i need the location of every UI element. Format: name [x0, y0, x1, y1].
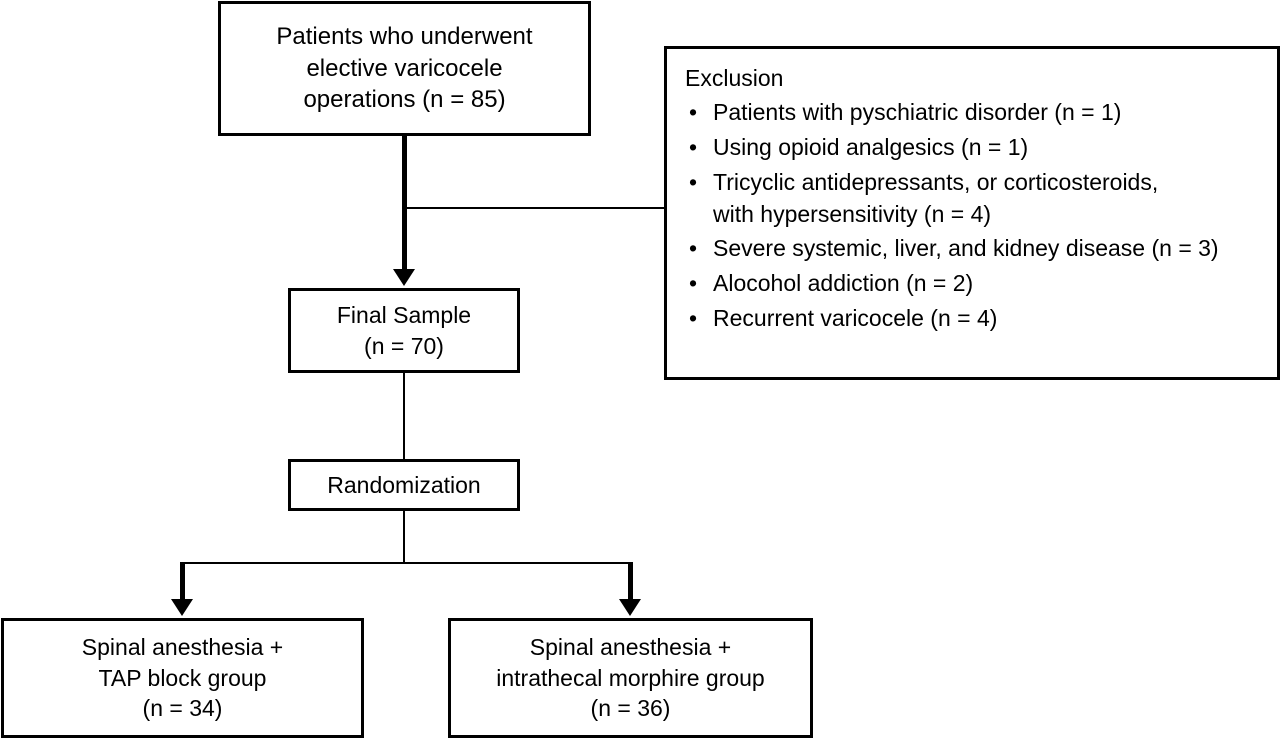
bullet-icon: • [689, 168, 698, 195]
exclusion-item-text: Alocohol addiction (n = 2) [713, 270, 974, 297]
group-tap-line-2: TAP block group [98, 664, 267, 691]
node-group-tap: Spinal anesthesia + TAP block group (n =… [1, 618, 364, 738]
group-tap-line-1: Spinal anesthesia + [81, 634, 284, 661]
exclusion-list: • Patients with pyschiatric disorder (n … [683, 97, 1219, 337]
exclusion-item: • Tricyclic antidepressants, or corticos… [683, 167, 1219, 230]
edge-randomization-stem [403, 511, 405, 563]
exclusion-item: • Severe systemic, liver, and kidney dis… [683, 233, 1219, 265]
exclusion-item-text: Severe systemic, liver, and kidney disea… [713, 235, 1219, 262]
bullet-icon: • [689, 270, 698, 297]
enrollment-line-1: Patients who underwent [276, 22, 533, 50]
exclusion-item-text: Recurrent varicocele (n = 4) [713, 304, 998, 331]
group-morphine-line-1: Spinal anesthesia + [529, 634, 732, 661]
edge-randomization-split-bar [182, 562, 631, 564]
exclusion-item-text: Patients with pyschiatric disorder (n = … [713, 99, 1122, 126]
randomization-label: Randomization [327, 471, 481, 498]
exclusion-item-text: Tricyclic antidepressants, or corticoste… [713, 168, 1159, 195]
exclusion-item: • Recurrent varicocele (n = 4) [683, 303, 1219, 335]
final-sample-line-1: Final Sample [336, 302, 472, 329]
node-final-sample: Final Sample (n = 70) [288, 288, 520, 373]
arrowhead-group-tap [171, 599, 193, 616]
bullet-icon: • [689, 99, 698, 126]
group-tap-line-3: (n = 34) [142, 695, 223, 722]
node-randomization: Randomization [288, 459, 520, 511]
exclusion-item-text: Using opioid analgesics (n = 1) [713, 134, 1029, 161]
edge-enrollment-to-final-sample [402, 136, 407, 270]
exclusion-item: • Patients with pyschiatric disorder (n … [683, 97, 1219, 129]
exclusion-item: • Alocohol addiction (n = 2) [683, 268, 1219, 300]
node-exclusion: Exclusion • Patients with pyschiatric di… [664, 46, 1280, 380]
exclusion-item-text-cont: with hypersensitivity (n = 4) [713, 200, 992, 227]
group-morphine-line-2: intrathecal morphire group [496, 664, 765, 691]
final-sample-line-2: (n = 70) [364, 332, 444, 359]
enrollment-line-3: operations (n = 85) [303, 86, 506, 114]
arrowhead-final-sample [393, 269, 415, 286]
bullet-icon: • [689, 235, 698, 262]
exclusion-item: • Using opioid analgesics (n = 1) [683, 132, 1219, 164]
node-group-morphine: Spinal anesthesia + intrathecal morphire… [448, 618, 813, 738]
edge-branch-left [180, 562, 185, 600]
edge-final-sample-to-randomization [403, 373, 405, 460]
bullet-icon: • [689, 304, 698, 331]
exclusion-heading: Exclusion [685, 65, 784, 91]
arrowhead-group-morphine [619, 599, 641, 616]
enrollment-line-2: elective varicocele [306, 54, 503, 82]
node-enrollment: Patients who underwent elective varicoce… [218, 1, 591, 136]
group-morphine-line-3: (n = 36) [590, 695, 671, 722]
edge-to-exclusion [404, 207, 666, 209]
edge-branch-right [628, 562, 633, 600]
bullet-icon: • [689, 134, 698, 161]
